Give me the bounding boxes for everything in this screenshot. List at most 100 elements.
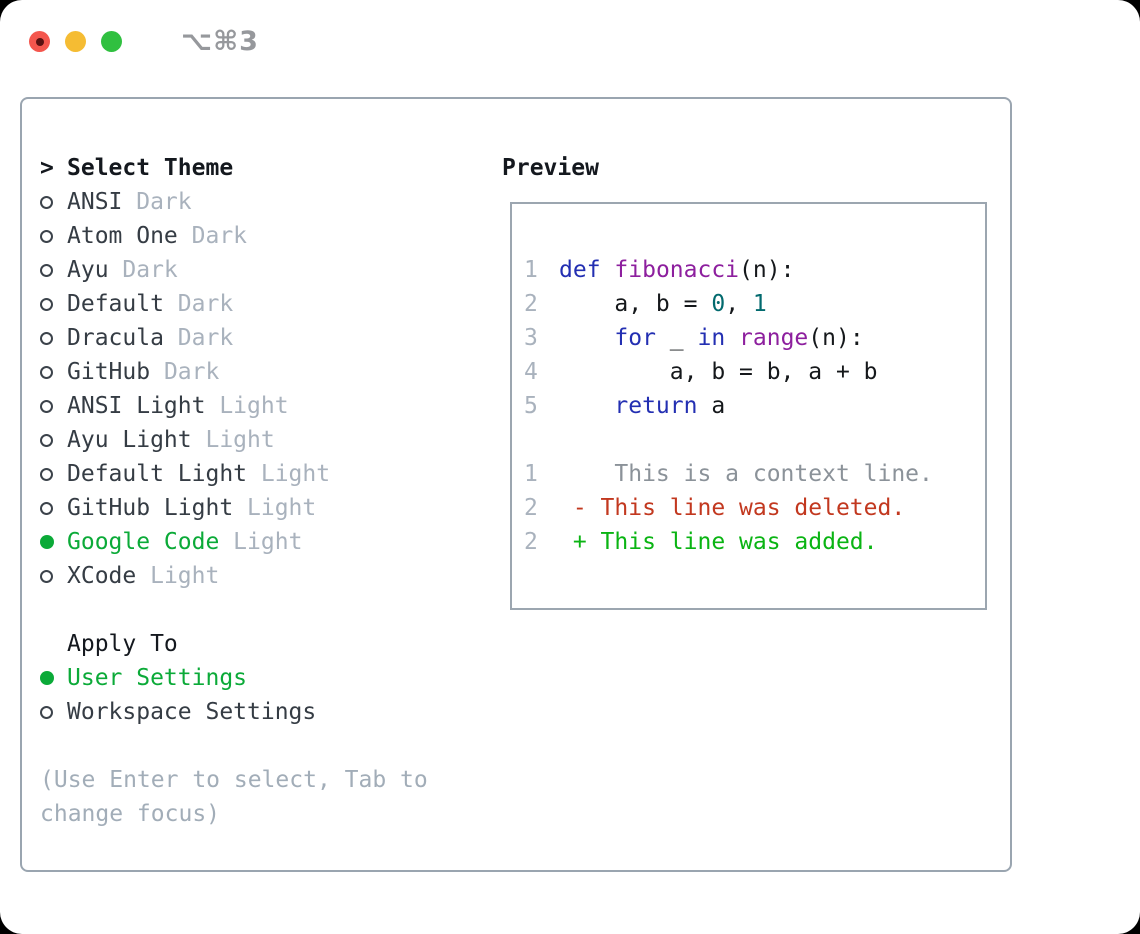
option-variant-label: Dark bbox=[163, 325, 234, 351]
radio-unselected-icon bbox=[40, 467, 53, 481]
option-variant-label: Light bbox=[219, 529, 303, 555]
radio-selected-icon bbox=[40, 671, 54, 685]
preview-diff-line-ctx: 1 This is a context line. bbox=[524, 457, 985, 491]
select-theme-title: Select Theme bbox=[67, 155, 234, 181]
preview-code-line-5: 5 return a bbox=[524, 389, 985, 423]
option-label: Atom One bbox=[67, 223, 178, 249]
option-variant-label: Light bbox=[205, 393, 289, 419]
code-token-fn: range bbox=[739, 325, 809, 351]
theme-option-ansi[interactable]: ANSI Dark bbox=[40, 185, 428, 219]
option-variant-label: Light bbox=[136, 563, 220, 589]
option-label: Workspace Settings bbox=[67, 699, 317, 725]
code-token-kw: def bbox=[559, 257, 601, 283]
line-number: 4 bbox=[524, 359, 538, 385]
close-button[interactable] bbox=[29, 31, 50, 52]
line-number: 1 bbox=[524, 257, 538, 283]
preview-code-line-4: 4 a, b = b, a + b bbox=[524, 355, 985, 389]
option-label: Google Code bbox=[67, 529, 220, 555]
diff-text-add: + This line was added. bbox=[559, 529, 878, 555]
radio-unselected-icon bbox=[40, 331, 53, 345]
option-label: User Settings bbox=[67, 665, 248, 691]
code-token-pl bbox=[559, 393, 614, 419]
option-variant-label: Light bbox=[191, 427, 275, 453]
code-token-pl: a bbox=[697, 393, 726, 419]
radio-unselected-icon bbox=[40, 433, 53, 447]
keyboard-hint-line-1: (Use Enter to select, Tab to bbox=[40, 767, 428, 793]
theme-option-default[interactable]: Default Dark bbox=[40, 287, 428, 321]
radio-unselected-icon bbox=[40, 569, 53, 583]
line-number: 5 bbox=[524, 393, 538, 419]
line-number: 3 bbox=[524, 325, 538, 351]
code-token-num: 0 bbox=[711, 291, 726, 317]
theme-option-google-code[interactable]: Google Code Light bbox=[40, 525, 428, 559]
option-label: ANSI Light bbox=[67, 393, 206, 419]
option-label: GitHub bbox=[67, 359, 151, 385]
code-token-pl bbox=[601, 257, 615, 283]
code-token-kw: return bbox=[614, 393, 698, 419]
preview-blank-line bbox=[524, 423, 985, 457]
theme-option-github-light[interactable]: GitHub Light Light bbox=[40, 491, 428, 525]
spacer-row bbox=[40, 593, 428, 627]
apply-option-workspace-settings[interactable]: Workspace Settings bbox=[40, 695, 428, 729]
diff-text-ctx: This is a context line. bbox=[559, 461, 933, 487]
theme-option-ayu[interactable]: Ayu Dark bbox=[40, 253, 428, 287]
window-title: ⌥⌘3 bbox=[181, 26, 259, 57]
theme-option-ansi-light[interactable]: ANSI Light Light bbox=[40, 389, 428, 423]
theme-option-atom-one[interactable]: Atom One Dark bbox=[40, 219, 428, 253]
preview-diff-line-del: 2 - This line was deleted. bbox=[524, 491, 985, 525]
diff-text-del: - This line was deleted. bbox=[559, 495, 906, 521]
theme-option-dracula[interactable]: Dracula Dark bbox=[40, 321, 428, 355]
option-variant-label: Light bbox=[247, 461, 331, 487]
radio-unselected-icon bbox=[40, 229, 53, 243]
preview-diff-line-add: 2 + This line was added. bbox=[524, 525, 985, 559]
preview-code-line-3: 3 for _ in range(n): bbox=[524, 321, 985, 355]
theme-option-default-light[interactable]: Default Light Light bbox=[40, 457, 428, 491]
apply-option-user-settings[interactable]: User Settings bbox=[40, 661, 428, 695]
option-label: XCode bbox=[67, 563, 137, 589]
code-token-pl: , bbox=[725, 291, 753, 317]
preview-title: Preview bbox=[502, 155, 599, 181]
apply-to-title: Apply To bbox=[67, 631, 178, 657]
option-label: Ayu bbox=[67, 257, 109, 283]
spacer-row bbox=[40, 729, 428, 763]
option-variant-label: Dark bbox=[122, 189, 192, 215]
option-variant-label: Dark bbox=[108, 257, 178, 283]
focus-caret: > bbox=[40, 155, 54, 181]
code-token-pl: _ bbox=[655, 325, 698, 351]
keyboard-hint-line-2: change focus) bbox=[40, 801, 221, 827]
radio-unselected-icon bbox=[40, 365, 53, 379]
theme-option-ayu-light[interactable]: Ayu Light Light bbox=[40, 423, 428, 457]
code-token-pl: a, b = b, a + b bbox=[559, 359, 878, 385]
radio-unselected-icon bbox=[40, 705, 53, 719]
line-number: 2 bbox=[524, 495, 538, 521]
select-theme-header: > Select Theme bbox=[40, 151, 428, 185]
theme-option-xcode[interactable]: XCode Light bbox=[40, 559, 428, 593]
option-variant-label: Dark bbox=[163, 291, 234, 317]
theme-option-github[interactable]: GitHub Dark bbox=[40, 355, 428, 389]
line-number: 2 bbox=[524, 529, 538, 555]
option-label: Dracula bbox=[67, 325, 164, 351]
code-token-fn: fibonacci bbox=[614, 257, 740, 283]
line-number: 1 bbox=[524, 461, 538, 487]
line-number: 2 bbox=[524, 291, 538, 317]
window-titlebar: ⌥⌘3 bbox=[29, 26, 259, 57]
code-token-pl: a, b = bbox=[559, 291, 712, 317]
radio-unselected-icon bbox=[40, 297, 53, 311]
radio-unselected-icon bbox=[40, 195, 53, 209]
code-token-pl: (n): bbox=[808, 325, 864, 351]
zoom-button[interactable] bbox=[101, 31, 122, 52]
radio-selected-icon bbox=[40, 535, 54, 549]
preview-code-line-2: 2 a, b = 0, 1 bbox=[524, 287, 985, 321]
minimize-button[interactable] bbox=[65, 31, 86, 52]
option-label: Default bbox=[67, 291, 164, 317]
option-variant-label: Dark bbox=[150, 359, 220, 385]
code-token-pl: (n): bbox=[739, 257, 795, 283]
code-token-kw: in bbox=[697, 325, 726, 351]
option-label: GitHub Light bbox=[67, 495, 234, 521]
option-variant-label: Light bbox=[233, 495, 317, 521]
